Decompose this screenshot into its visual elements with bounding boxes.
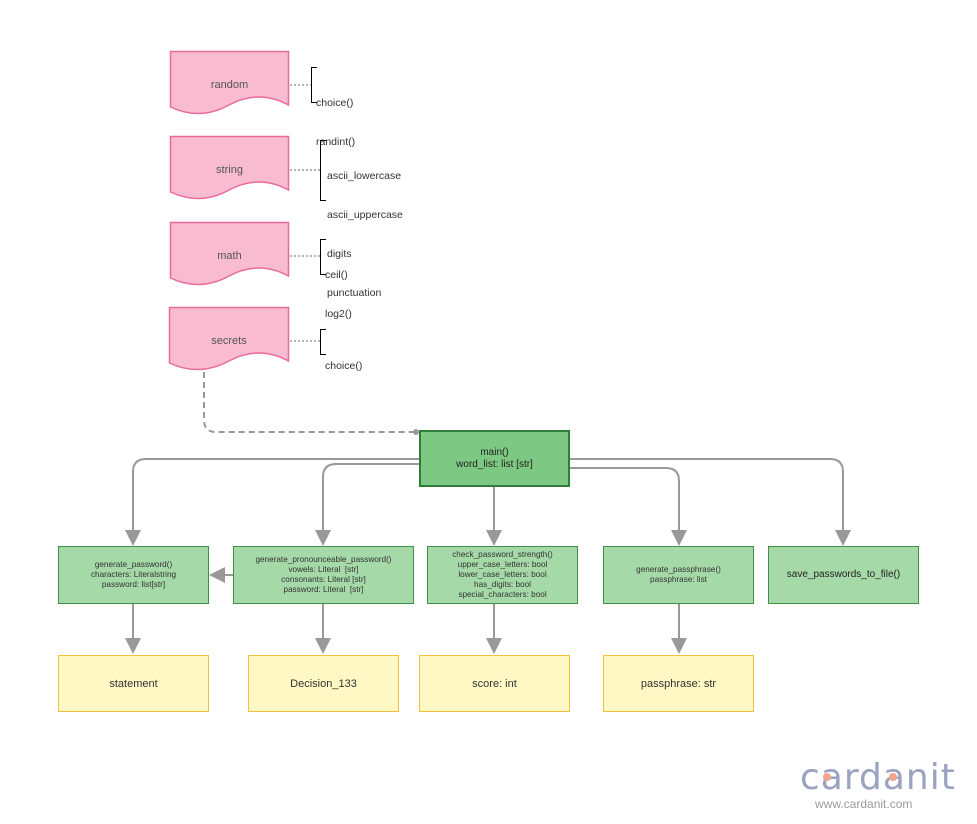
output-score[interactable]: score: int: [419, 655, 570, 712]
main-attr: word_list: list [str]: [456, 458, 533, 470]
notes-bracket: [311, 67, 317, 103]
note-item: punctuation: [327, 287, 382, 299]
function-generate-passphrase[interactable]: generate_passphrase() passphrase: list: [603, 546, 754, 604]
note-item: ceil(): [325, 269, 348, 281]
logo-url[interactable]: www.cardanit.com: [815, 797, 913, 811]
main-node[interactable]: main() word_list: list [str]: [419, 430, 570, 487]
function-attr: special_characters: bool: [458, 590, 547, 599]
note-item: ascii_lowercase: [327, 170, 402, 182]
note-item: randint(): [316, 136, 356, 148]
logo-dot: [889, 773, 897, 781]
module-notes-secrets: choice(): [325, 334, 362, 399]
module-secrets[interactable]: secrets: [168, 306, 290, 374]
function-generate-password[interactable]: generate_password() characters: Literals…: [58, 546, 209, 604]
function-attr: vowels: Literal [str]: [288, 565, 359, 574]
note-item: choice(): [325, 360, 363, 372]
function-title: generate_pronounceable_password(): [255, 555, 392, 564]
output-label: passphrase: str: [640, 677, 717, 690]
note-item: log2(): [325, 308, 352, 320]
function-attr: password: Literal [str]: [283, 585, 364, 594]
function-attr: consonants: Literal [str]: [281, 575, 366, 584]
function-generate-pronounceable-password[interactable]: generate_pronounceable_password() vowels…: [233, 546, 414, 604]
function-title: generate_password(): [94, 560, 173, 569]
function-attr: passphrase: list: [650, 575, 707, 584]
logo-wordmark: cardanit: [800, 757, 955, 798]
module-label: secrets: [211, 335, 247, 347]
output-statement[interactable]: statement: [58, 655, 209, 712]
function-attr: lower_case_letters: bool: [458, 570, 547, 579]
function-attr: upper_case_letters: bool: [457, 560, 548, 569]
flow-main-to-generate-password: [125, 458, 419, 546]
flow-main-to-save-file: [570, 458, 851, 546]
function-save-passwords-to-file[interactable]: save_passwords_to_file(): [768, 546, 919, 604]
function-attr: password: list[str]: [101, 580, 166, 589]
note-item: digits: [327, 248, 352, 260]
function-attr: has_digits: bool: [474, 580, 531, 589]
function-check-password-strength[interactable]: check_password_strength() upper_case_let…: [427, 546, 578, 604]
function-attr: characters: Literalstring: [90, 570, 177, 579]
flow-main-to-pronounceable: [315, 463, 419, 546]
function-title: generate_passphrase(): [636, 565, 721, 574]
note-item: ascii_uppercase: [327, 209, 403, 221]
module-notes-math: ceil() log2(): [325, 243, 352, 347]
output-label: Decision_133: [290, 677, 357, 690]
note-item: choice(): [316, 97, 354, 109]
notes-bracket: [320, 239, 326, 275]
module-label: random: [210, 79, 249, 91]
output-decision-133[interactable]: Decision_133: [248, 655, 399, 712]
main-title: main(): [480, 446, 509, 458]
output-label: score: int: [472, 677, 517, 690]
module-math[interactable]: math: [169, 221, 290, 289]
module-notes-string: ascii_lowercase ascii_uppercase digits p…: [327, 144, 403, 326]
module-notes-random: choice() randint(): [316, 71, 355, 175]
output-label: statement: [109, 677, 158, 690]
cardanit-logo: cardanit www.cardanit.com: [800, 755, 965, 815]
logo-dot: [823, 773, 831, 781]
flow-main-to-passphrase: [570, 467, 687, 546]
link-endpoint-dot: [413, 429, 419, 435]
module-random[interactable]: random: [169, 50, 290, 118]
function-title: check_password_strength(): [452, 550, 553, 559]
output-passphrase[interactable]: passphrase: str: [603, 655, 754, 712]
module-string[interactable]: string: [169, 135, 290, 203]
function-title: save_passwords_to_file(): [786, 569, 901, 580]
dashed-link-secrets-main: [203, 372, 416, 433]
notes-bracket: [320, 329, 326, 355]
notes-bracket: [320, 140, 326, 201]
module-label: math: [217, 250, 242, 262]
module-label: string: [216, 164, 243, 176]
